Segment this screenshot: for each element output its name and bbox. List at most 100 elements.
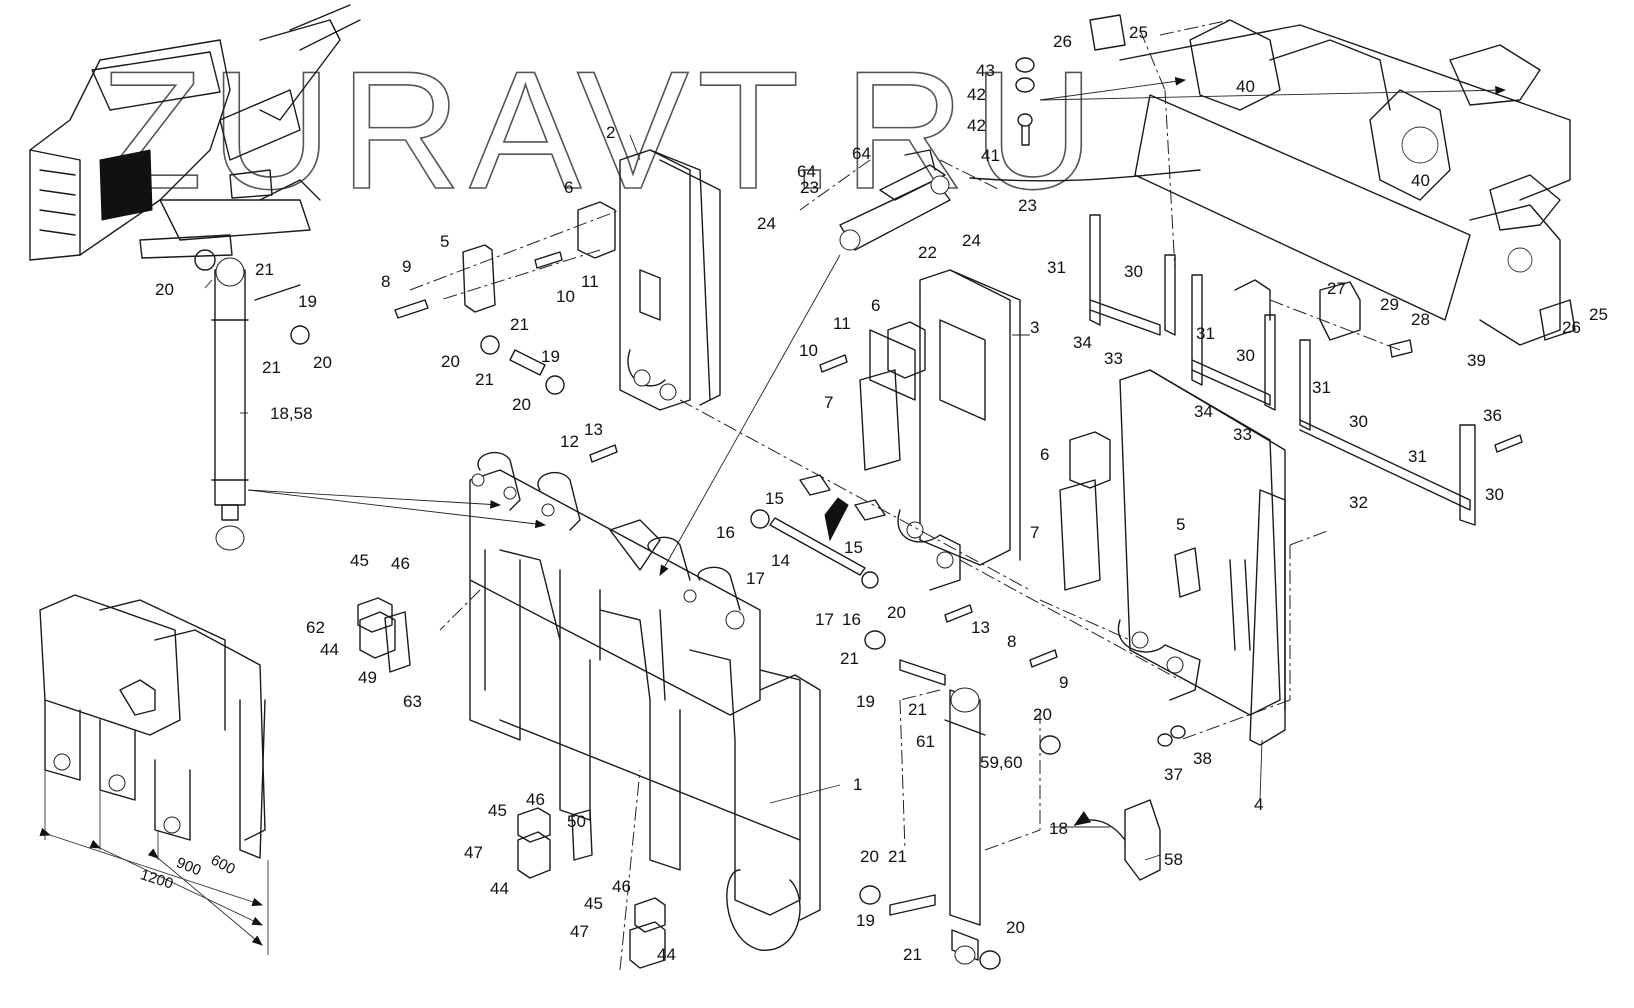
callout-19: 19 xyxy=(541,347,560,366)
callout-49: 49 xyxy=(358,668,377,687)
callout-29: 29 xyxy=(1380,295,1399,314)
callout-31: 31 xyxy=(1196,324,1215,343)
callout-59-60: 59,60 xyxy=(980,753,1023,772)
hydraulic-cylinder-top xyxy=(839,149,951,251)
callout-20: 20 xyxy=(512,395,531,414)
callout-24: 24 xyxy=(757,214,776,233)
callout-11: 11 xyxy=(833,314,851,333)
leader-lines xyxy=(204,134,1263,861)
callout-25: 25 xyxy=(1129,23,1148,42)
callout-16: 16 xyxy=(842,610,861,629)
callout-21: 21 xyxy=(840,649,859,668)
callout-18-58: 18,58 xyxy=(270,404,313,423)
callout-64: 64 xyxy=(797,162,816,181)
callout-45: 45 xyxy=(584,894,603,913)
hydraulic-cylinder-right xyxy=(944,687,986,965)
callout-42: 42 xyxy=(967,85,986,104)
callout-21: 21 xyxy=(475,370,494,389)
callout-13: 13 xyxy=(971,618,990,637)
callout-20: 20 xyxy=(887,603,906,622)
callout-22: 22 xyxy=(918,243,937,262)
plate-part-3 xyxy=(869,269,1021,591)
callout-7: 7 xyxy=(824,393,833,412)
callout-6: 6 xyxy=(1040,445,1049,464)
machine-illustration xyxy=(29,4,361,261)
callout-64: 64 xyxy=(852,144,871,163)
sensor-brackets xyxy=(357,597,1161,969)
callout-32: 32 xyxy=(1349,493,1368,512)
callout-25: 25 xyxy=(1589,305,1608,324)
dimension-1200: 1200 xyxy=(138,866,175,892)
direction-arrows xyxy=(247,77,1507,841)
callout-26: 26 xyxy=(1053,32,1072,51)
callout-1: 1 xyxy=(853,775,862,794)
wear-strips xyxy=(1089,214,1476,526)
callout-19: 19 xyxy=(856,692,875,711)
callout-10: 10 xyxy=(799,341,818,360)
callout-34: 34 xyxy=(1073,333,1092,352)
callout-62: 62 xyxy=(306,618,325,637)
main-frame-part-1 xyxy=(469,451,821,951)
callout-31: 31 xyxy=(1047,258,1066,277)
callout-11: 11 xyxy=(581,272,599,291)
callout-21: 21 xyxy=(255,260,274,279)
frame-pin-bosses xyxy=(471,473,745,630)
width-variants-assembly xyxy=(39,594,266,859)
callout-50: 50 xyxy=(567,812,586,831)
callout-30: 30 xyxy=(1124,262,1143,281)
callout-12: 12 xyxy=(560,432,579,451)
callout-23: 23 xyxy=(800,178,819,197)
callout-19: 19 xyxy=(856,911,875,930)
top-frame-assembly xyxy=(1119,19,1571,346)
callout-63: 63 xyxy=(403,692,422,711)
callout-21: 21 xyxy=(888,847,907,866)
callout-20: 20 xyxy=(1033,705,1052,724)
callout-5: 5 xyxy=(440,232,449,251)
callout-17: 17 xyxy=(815,610,834,629)
dimension-lines: 1200 900 600 xyxy=(39,770,269,955)
callout-46: 46 xyxy=(526,790,545,809)
callout-6: 6 xyxy=(564,178,573,197)
callout-5: 5 xyxy=(1176,515,1185,534)
callout-44: 44 xyxy=(320,640,339,659)
callout-20: 20 xyxy=(860,847,879,866)
callout-17: 17 xyxy=(746,569,765,588)
callout-58: 58 xyxy=(1164,850,1183,869)
callout-28: 28 xyxy=(1411,310,1430,329)
callout-2: 2 xyxy=(606,123,615,142)
callout-47: 47 xyxy=(570,922,589,941)
callout-44: 44 xyxy=(490,879,509,898)
callout-21: 21 xyxy=(510,315,529,334)
callout-4: 4 xyxy=(1254,795,1263,814)
callout-10: 10 xyxy=(556,287,575,306)
callout-40: 40 xyxy=(1236,77,1255,96)
callout-33: 33 xyxy=(1233,425,1252,444)
hydraulic-cylinder-left xyxy=(211,257,249,551)
callout-47: 47 xyxy=(464,843,483,862)
callout-13: 13 xyxy=(584,420,603,439)
callout-24: 24 xyxy=(962,231,981,250)
callout-45: 45 xyxy=(350,551,369,570)
callout-45: 45 xyxy=(488,801,507,820)
callout-37: 37 xyxy=(1164,765,1183,784)
pins-and-washers xyxy=(194,14,1576,970)
callout-27: 27 xyxy=(1327,279,1346,298)
callout-15: 15 xyxy=(765,489,784,508)
callout-16: 16 xyxy=(716,523,735,542)
callout-20: 20 xyxy=(441,352,460,371)
callout-36: 36 xyxy=(1483,406,1502,425)
callout-15: 15 xyxy=(844,538,863,557)
plate-part-4 xyxy=(1117,369,1286,746)
callout-40: 40 xyxy=(1411,171,1430,190)
callout-21: 21 xyxy=(903,945,922,964)
watermark-text: ZURAVT.RU xyxy=(100,36,1102,224)
callout-21: 21 xyxy=(908,700,927,719)
callout-20: 20 xyxy=(313,353,332,372)
callout-61: 61 xyxy=(916,732,935,751)
callout-46: 46 xyxy=(612,877,631,896)
callout-14: 14 xyxy=(771,551,790,570)
callout-34: 34 xyxy=(1194,402,1213,421)
callout-19: 19 xyxy=(298,292,317,311)
callout-9: 9 xyxy=(402,257,411,276)
